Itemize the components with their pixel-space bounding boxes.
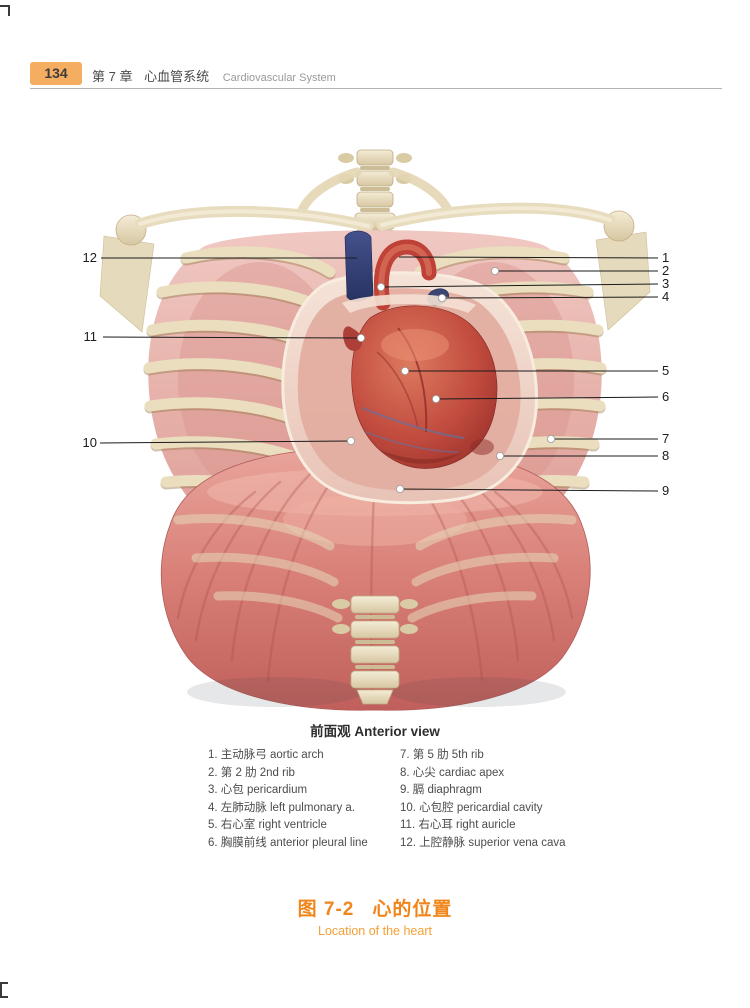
view-caption: 前面观 Anterior view	[310, 724, 440, 739]
legend-item: 2. 第 2 肋 2nd rib	[208, 766, 295, 779]
figure-legend: 1. 主动脉弓 aortic arch 2. 第 2 肋 2nd rib 3. …	[208, 747, 592, 853]
mediastinum	[281, 230, 539, 505]
chapter-title-cn: 心血管系统	[144, 69, 210, 84]
figure-marker: 1	[662, 250, 670, 265]
figure-marker: 4	[662, 289, 670, 304]
legend-item: 6. 胸膜前线 anterior pleural line	[208, 836, 368, 849]
legend-column-right: 7. 第 5 肋 5th rib 8. 心尖 cardiac apex 9. 膈…	[400, 747, 592, 853]
cardiac-apex	[470, 439, 494, 455]
figure-marker: 12	[82, 250, 97, 265]
leader-lines	[99, 256, 659, 493]
crop-mark-icon	[0, 5, 10, 16]
figure-marker: 8	[662, 448, 670, 463]
legend-item: 11. 右心耳 right auricle	[400, 819, 516, 832]
legend-item: 3. 心包 pericardium	[208, 784, 308, 797]
figure-title-cn: 心的位置	[372, 899, 453, 920]
legend-item: 7. 第 5 肋 5th rib	[400, 749, 484, 761]
legend-item: 1. 主动脉弓 aortic arch	[208, 749, 324, 761]
figure-marker: 11	[83, 329, 98, 344]
legend-item: 4. 左肺动脉 left pulmonary a.	[208, 801, 355, 814]
figure-marker: 6	[662, 389, 670, 404]
superior-vena-cava	[344, 230, 374, 302]
lower-spine-bones	[332, 595, 418, 705]
right-auricle	[343, 326, 362, 351]
figure-marker: 7	[662, 431, 670, 446]
chapter-title-en: Cardiovascular System	[222, 72, 336, 84]
figure-marker: 3	[662, 276, 670, 291]
legend-item: 5. 右心室 right ventricle	[208, 819, 327, 832]
page-number-badge: 134	[30, 62, 82, 85]
legend-item: 10. 心包腔 pericardial cavity	[400, 801, 543, 814]
legend-item: 9. 膈 diaphragm	[400, 784, 482, 797]
shoulder-girdle-bones	[99, 202, 651, 333]
figure-marker: 5	[662, 363, 670, 378]
figure-marker: 10	[82, 435, 97, 450]
chapter-label: 第 7 章	[92, 69, 133, 84]
chapter-header: 第 7 章 心血管系统 Cardiovascular System	[92, 66, 336, 85]
legend-item: 8. 心尖 cardiac apex	[400, 766, 505, 779]
lower-ribs	[173, 514, 577, 623]
figure-title-en: Location of the heart	[318, 924, 432, 938]
figure-caption: 图 7-2 心的位置 Location of the heart	[0, 894, 750, 938]
upper-spine-bones	[297, 149, 453, 245]
crop-mark-icon	[0, 982, 8, 998]
legend-column-left: 1. 主动脉弓 aortic arch 2. 第 2 肋 2nd rib 3. …	[208, 747, 400, 853]
figure-number: 图 7-2	[297, 899, 355, 920]
header-divider	[30, 88, 722, 89]
figure-marker: 2	[662, 263, 670, 278]
figure-marker: 9	[662, 483, 670, 498]
legend-item: 12. 上腔静脉 superior vena cava	[400, 836, 566, 849]
